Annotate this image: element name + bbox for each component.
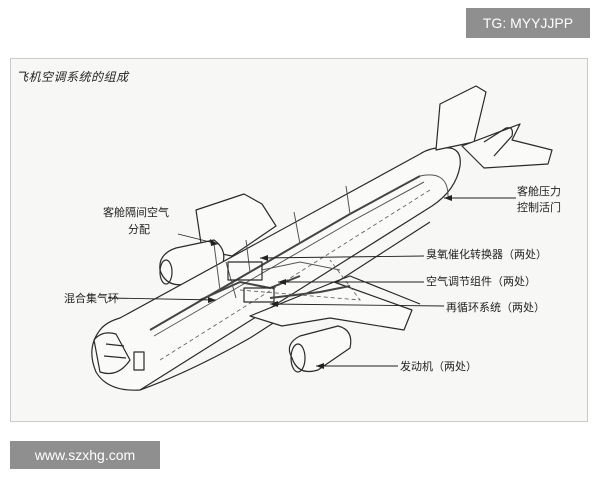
pack-box [227, 261, 263, 281]
label-air-conditioning-pack: 空气调节组件（两处） [426, 275, 536, 288]
url-watermark: www.szxhg.com [10, 441, 160, 469]
label-cabin-zone-air-1: 客舱隔间空气 [103, 206, 169, 219]
label-recirculation-system: 再循环系统（两处） [446, 301, 545, 314]
tg-watermark: TG: MYYJJPP [466, 8, 590, 38]
label-cabin-zone-air-2: 分配 [128, 223, 150, 236]
label-cabin-pressure-valve-1: 客舱压力 [517, 185, 561, 198]
horizontal-tail [461, 123, 553, 169]
fuselage [91, 147, 461, 391]
cockpit [93, 332, 131, 375]
label-engine: 发动机（两处） [400, 360, 477, 373]
outflow-line [419, 174, 451, 201]
label-cabin-pressure-valve-2: 控制活门 [517, 201, 561, 214]
diagram-title: 飞机空调系统的组成 [16, 70, 129, 84]
label-mixing-manifold: 混合集气环 [64, 292, 119, 305]
label-ozone-converter: 臭氧催化转换器（两处） [426, 248, 547, 261]
far-engine [159, 239, 225, 286]
